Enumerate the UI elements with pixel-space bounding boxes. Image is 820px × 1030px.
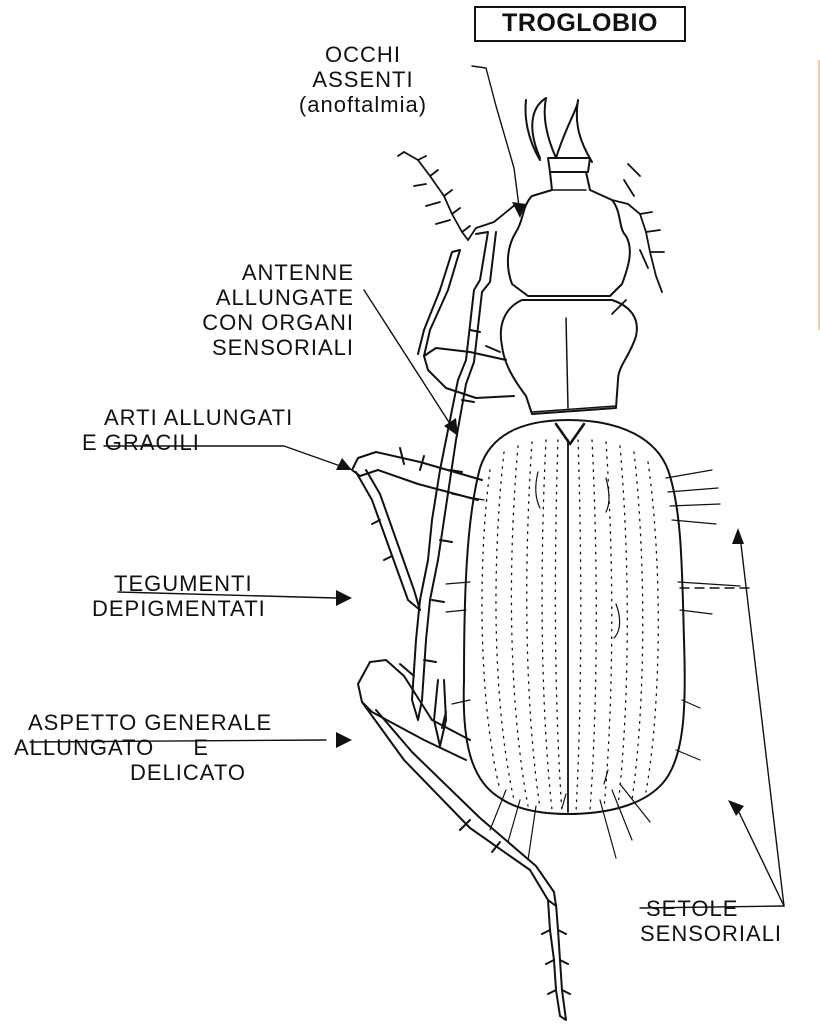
right-antenna: [612, 164, 664, 292]
label-antennae-line-3: CON ORGANI: [122, 310, 354, 335]
mandibles: [526, 98, 592, 172]
label-integument-line-2: DEPIGMENTATI: [92, 596, 332, 621]
label-limbs-line-2: E GRACILI: [82, 430, 342, 455]
label-antennae: ANTENNE ALLUNGATE CON ORGANI SENSORIALI: [122, 260, 354, 360]
label-limbs: ARTI ALLUNGATI E GRACILI: [82, 405, 342, 455]
elytral-setae: [446, 470, 740, 860]
label-appearance: ASPETTO GENERALE ALLUNGATO E DELICATO: [14, 710, 334, 785]
page-title: TROGLOBIO: [474, 6, 686, 42]
label-integument: TEGUMENTI DEPIGMENTATI: [92, 571, 332, 621]
label-eyes-line-3: (anoftalmia): [278, 92, 448, 117]
left-leg-front: [412, 232, 496, 746]
label-integument-line-1: TEGUMENTI: [92, 571, 332, 596]
label-eyes-line-2: ASSENTI: [278, 67, 448, 92]
label-appearance-line-3: DELICATO: [14, 760, 334, 785]
label-antennae-line-1: ANTENNE: [122, 260, 354, 285]
label-limbs-line-1: ARTI ALLUNGATI: [82, 405, 342, 430]
label-setae-line-2: SENSORIALI: [640, 921, 816, 946]
label-antennae-line-4: SENSORIALI: [122, 335, 354, 360]
label-eyes-absent: OCCHI ASSENTI (anoftalmia): [278, 42, 448, 117]
pronotum: [501, 300, 637, 414]
pronotum-midline: [566, 318, 568, 408]
left-leg-upper: [418, 250, 514, 398]
label-appearance-line-1: ASPETTO GENERALE: [14, 710, 334, 735]
label-eyes-line-1: OCCHI: [278, 42, 448, 67]
label-setae-line-1: SETOLE: [640, 896, 816, 921]
label-antennae-line-2: ALLUNGATE: [122, 285, 354, 310]
elytral-striae: [482, 440, 658, 812]
left-antenna: [398, 152, 516, 240]
label-appearance-line-2: ALLUNGATO E: [14, 735, 334, 760]
scutellum: [556, 424, 584, 444]
label-setae: SETOLE SENSORIALI: [640, 896, 816, 946]
